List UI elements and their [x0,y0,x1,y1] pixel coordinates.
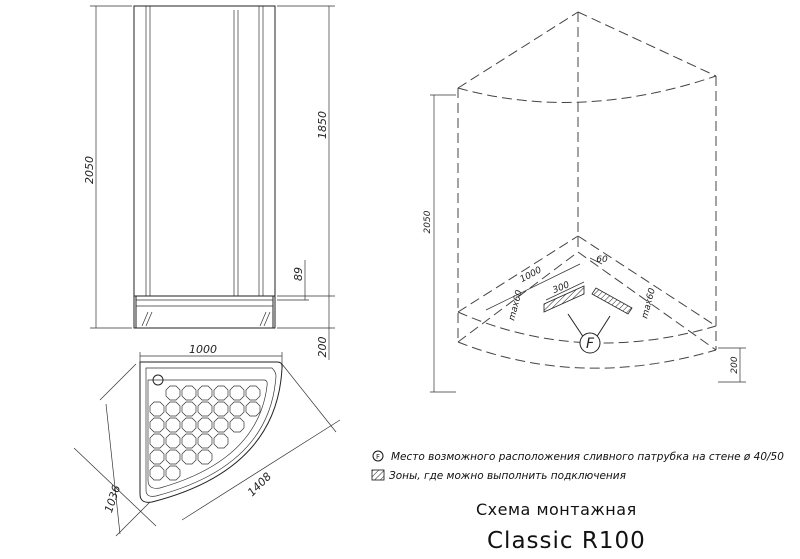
dim-cabin-height-label: 1850 [316,111,329,139]
tray-front [135,295,274,329]
dim-total-height-label: 2050 [83,156,96,184]
iso-dim-zone-left-label: max60 [507,289,525,322]
hatch-icon [371,469,385,481]
dim-side: 1036 [73,363,157,537]
iso-dim-height-label: 2050 [423,210,433,233]
tray-top-outline [139,361,283,503]
front-view: 2050 1850 89 200 [83,5,335,360]
dim-width: 1000 [139,343,283,368]
dim-tray-height-label: 89 [292,267,305,281]
iso-dim-zone-right-label: max60 [640,287,658,320]
dim-tray-height: 89 [277,260,309,301]
cabin-outline [133,5,276,329]
drain-hole [152,374,164,386]
top-view: 1000 [73,343,341,537]
legend-drain-text: Место возможного расположения сливного п… [391,451,784,463]
dim-cabin-height: 1850 [277,5,335,297]
legend-drain-row: F Место возможного расположения сливного… [372,450,784,463]
model-name: Classic R100 [487,528,646,554]
legend-zone-text: Зоны, где можно выполнить подключения [389,470,626,482]
dim-base-height: 200 [277,296,335,360]
dim-diagonal-label: 1408 [245,470,274,499]
tray-pattern [149,385,261,481]
drain-marker-label: F [586,336,595,352]
iso-dim-width-label: 1000 [519,265,544,285]
drain-pointer: F [567,313,611,354]
dim-diagonal: 1408 [181,363,341,521]
dim-side-label: 1036 [102,484,123,515]
legend-zone-row: Зоны, где можно выполнить подключения [371,469,626,482]
legend: F Место возможного расположения сливного… [371,450,784,482]
dim-base-height-label: 200 [316,337,329,358]
drain-symbol-icon [372,450,384,462]
iso-dim-base-label: 200 [730,356,740,373]
iso-walls [457,11,717,369]
dim-total-height: 2050 [83,5,132,329]
iso-dim-offset: 60 [589,255,608,265]
legend-drain-symbol: F [376,453,380,461]
iso-dim-height: 2050 [423,94,456,393]
iso-dim-offset-label: 60 [596,255,608,265]
diagram-title: Схема монтажная [476,500,637,519]
iso-view: F 2050 1000 60 300 max60 max60 [423,11,746,393]
left-connection-zone [543,285,585,313]
iso-dim-base: 200 [718,347,746,383]
right-connection-zone [591,287,633,315]
dim-width-label: 1000 [189,343,217,356]
